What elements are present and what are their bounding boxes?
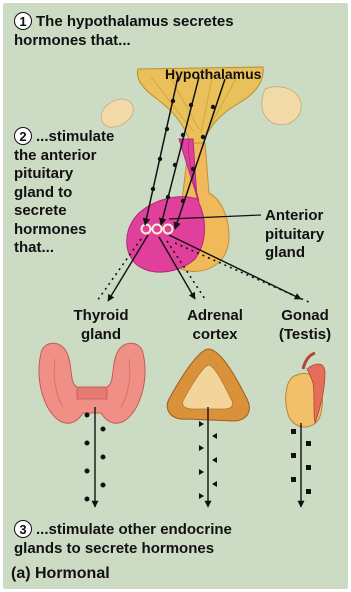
- adrenal-label: Adrenal cortex: [175, 307, 255, 344]
- step-2-line-2: the anterior: [14, 147, 97, 164]
- gonad-label-line-1: Gonad: [281, 307, 329, 324]
- anterior-pituitary-line-1: Anterior: [265, 207, 323, 224]
- diagram-artwork: [3, 3, 348, 589]
- adrenal-label-line-1: Adrenal: [187, 307, 243, 324]
- step-2-line-7: that...: [14, 239, 54, 256]
- thyroid-label-line-2: gland: [81, 326, 121, 343]
- step-3-number: 3: [14, 520, 32, 538]
- anterior-pituitary-line-3: gland: [265, 244, 305, 261]
- step-2-line-6: hormones: [14, 221, 87, 238]
- adrenal-label-line-2: cortex: [192, 326, 237, 343]
- step-3-line-1: ...stimulate other endocrine: [36, 521, 232, 538]
- step-2-line-1: ...stimulate: [36, 128, 114, 145]
- gonad-label: Gonad (Testis): [265, 307, 345, 344]
- step-2-number: 2: [14, 127, 32, 145]
- gonad-label-line-2: (Testis): [279, 326, 331, 343]
- thyroid-gland-shape: [39, 343, 145, 423]
- step-2-text: 2...stimulate the anterior pituitary gla…: [14, 127, 114, 258]
- testis-shape: [286, 353, 325, 427]
- step-2-line-4: gland to: [14, 184, 72, 201]
- anterior-pituitary-line-2: pituitary: [265, 226, 324, 243]
- thyroid-label-line-1: Thyroid: [74, 307, 129, 324]
- figure-caption: (a) Hormonal: [11, 565, 110, 584]
- step-2-line-3: pituitary: [14, 165, 73, 182]
- step-1-line-2: hormones that...: [14, 32, 131, 49]
- thyroid-label: Thyroid gland: [61, 307, 141, 344]
- step-1-line-1: The hypothalamus secretes: [36, 13, 234, 30]
- step-3-line-2: glands to secrete hormones: [14, 540, 214, 557]
- step-2-line-5: secrete: [14, 202, 67, 219]
- anterior-pituitary-label: Anterior pituitary gland: [265, 207, 324, 263]
- hypothalamus-label: Hypothalamus: [165, 65, 261, 84]
- output-arrows: [95, 407, 301, 507]
- step-1-number: 1: [14, 12, 32, 30]
- step-3-text: 3...stimulate other endocrine glands to …: [14, 520, 232, 558]
